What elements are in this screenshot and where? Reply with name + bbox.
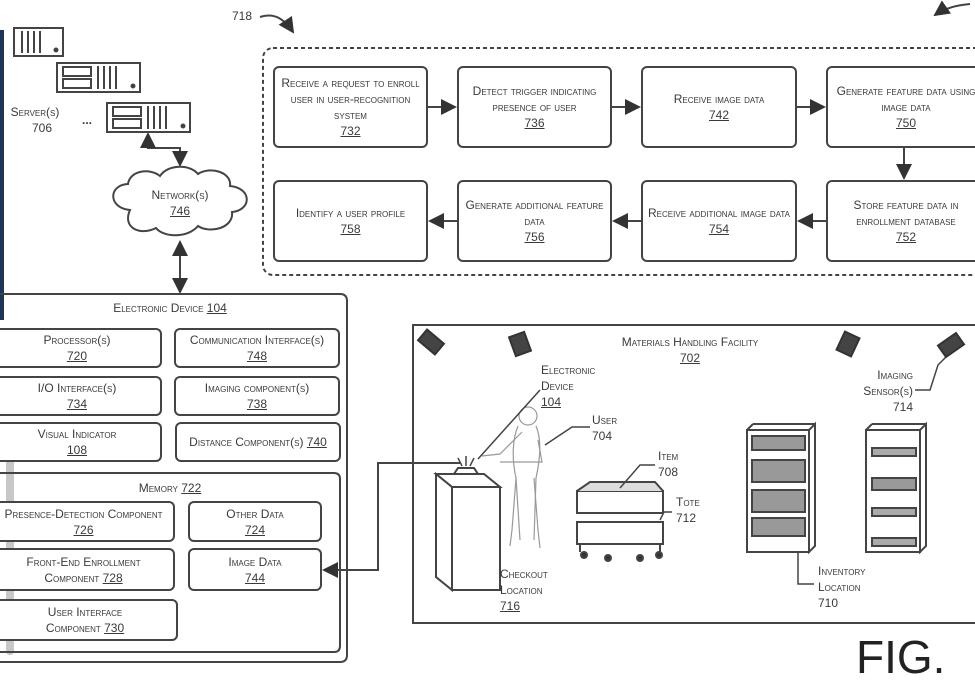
tote-cart-illustration xyxy=(576,481,664,562)
flow-step-732: Receive a request to enroll user in user… xyxy=(273,66,428,148)
flow-step-752: Store feature data in enrollment databas… xyxy=(826,180,975,262)
component-io-interface: I/O Interface(s)734 xyxy=(0,376,162,416)
server-icon xyxy=(106,102,191,133)
memory-title: Memory 722 xyxy=(138,481,202,495)
memory-front-end-enrollment: Front-End Enrollment Component 728 xyxy=(0,548,175,591)
network-cloud-icon xyxy=(112,165,248,237)
component-processor: Processor(s)720 xyxy=(0,328,162,368)
inventory-shelf-illustration xyxy=(865,421,927,555)
network-label: Network(s)746 xyxy=(151,188,209,218)
servers-ref: 706 xyxy=(31,121,53,135)
imaging-sensor-icon xyxy=(936,331,966,359)
component-imaging: Imaging component(s)738 xyxy=(174,376,340,416)
imaging-sensor-icon xyxy=(835,330,861,358)
server-icon xyxy=(13,27,64,57)
server-icon xyxy=(56,62,141,93)
window-edge-bar xyxy=(0,30,4,320)
memory-presence-detection: Presence-Detection Component 726 xyxy=(0,501,175,542)
imaging-sensor-icon xyxy=(507,330,533,358)
servers-label: Server(s) xyxy=(10,105,60,119)
memory-user-interface: User Interface Component 730 xyxy=(0,599,178,641)
servers-ellipsis: ... xyxy=(82,113,93,127)
user-illustration xyxy=(481,406,543,549)
component-communication-interface: Communication Interface(s) 748 xyxy=(174,328,340,368)
figure-label: FIG. xyxy=(856,631,946,683)
checkout-counter-illustration xyxy=(433,456,503,593)
imaging-sensor-icon xyxy=(416,328,446,356)
device-title: Electronic Device 104 xyxy=(113,301,227,315)
figure-ref-label: 718 xyxy=(232,9,253,23)
flow-step-736: Detect trigger indicating presence of us… xyxy=(457,66,612,148)
inventory-shelf-illustration xyxy=(746,421,816,555)
scrollbar[interactable] xyxy=(6,440,14,655)
component-distance: Distance Component(s) 740 xyxy=(175,422,341,462)
